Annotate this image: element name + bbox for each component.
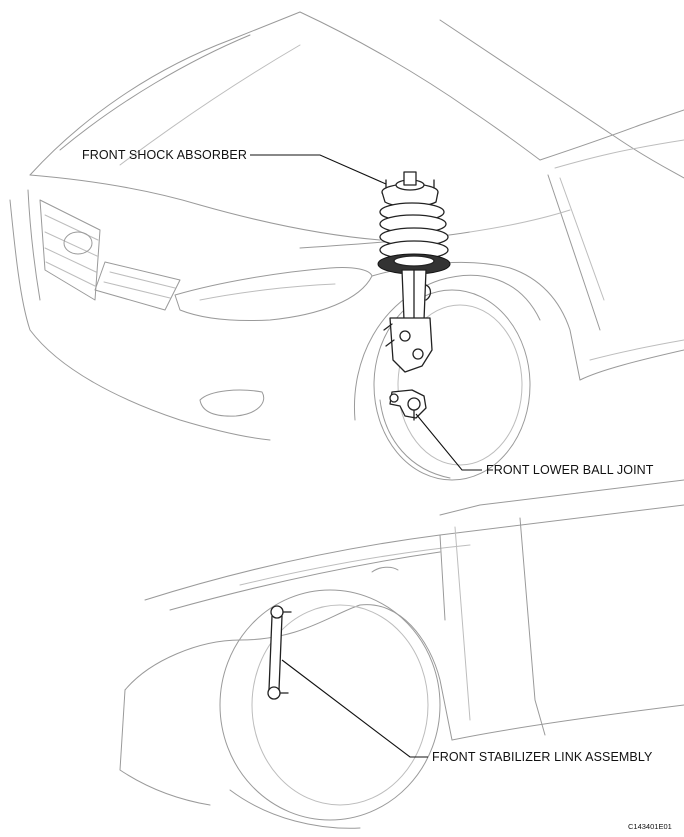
ball-joint-label: FRONT LOWER BALL JOINT: [486, 463, 654, 477]
front-stabilizer-link-assembly: [267, 605, 292, 700]
leader-shock: [250, 154, 387, 185]
front-lower-ball-joint: [389, 389, 427, 421]
leader-ball-joint: [415, 413, 482, 471]
stabilizer-link-label: FRONT STABILIZER LINK ASSEMBLY: [432, 750, 653, 764]
front-shock-absorber: [377, 171, 451, 373]
car-side-view: [119, 479, 684, 829]
leader-lines: [250, 154, 482, 758]
leader-stabilizer: [281, 659, 428, 758]
figure-code: C143401E01: [628, 822, 672, 831]
shock-absorber-label: FRONT SHOCK ABSORBER: [82, 148, 247, 162]
car-front-view: [9, 11, 684, 481]
